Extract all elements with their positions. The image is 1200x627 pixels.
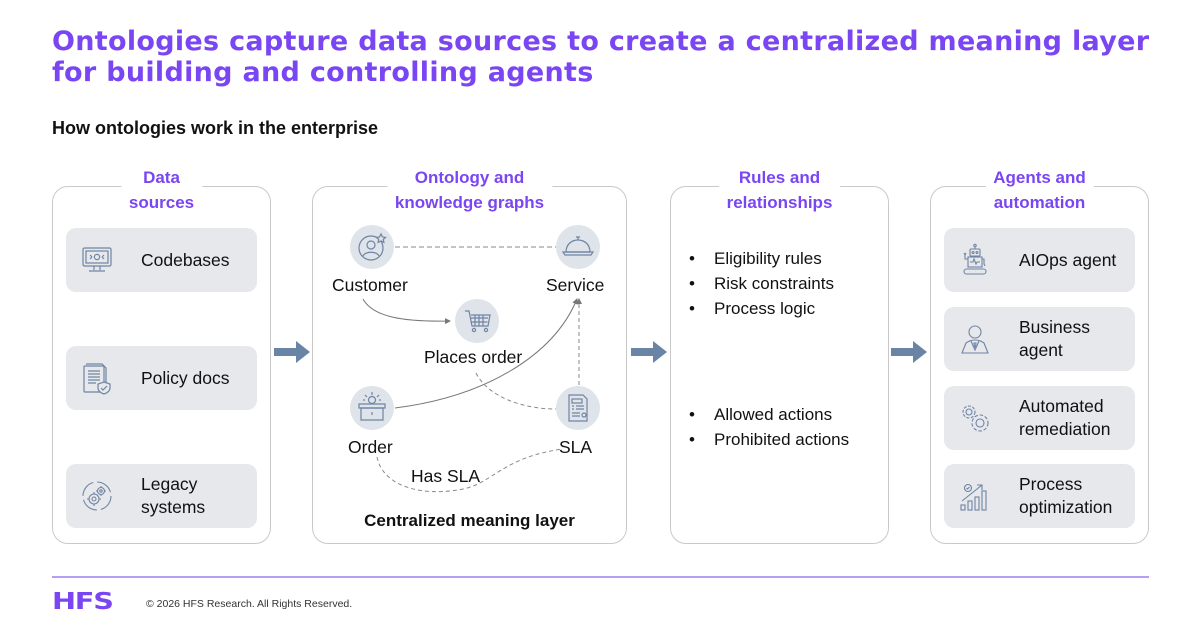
card-label-line: Process	[1019, 474, 1083, 494]
node-label-service: Service	[546, 275, 605, 295]
card-label: Policy docs	[141, 367, 230, 388]
legacy-gears-icon	[80, 479, 114, 513]
card-label: AIOps agent	[1019, 249, 1116, 272]
edge-placesorder-sla	[475, 372, 557, 410]
centralized-meaning-layer-label: Centralized meaning layer	[364, 511, 575, 530]
panel-title-line: Rules and	[738, 168, 821, 187]
panel-title-line: Ontology and	[414, 168, 525, 187]
rule-item: Eligibility rules	[689, 246, 834, 271]
panel-agents: Agents and automation AIOps agent	[930, 165, 1149, 544]
panel-title-agents: Agents and automation	[985, 165, 1094, 215]
card-policy-docs: Policy docs	[66, 346, 257, 410]
rule-item: Process logic	[689, 296, 834, 321]
card-label-line: Legacy	[141, 474, 198, 494]
card-legacy-systems: Legacy systems	[66, 464, 257, 528]
card-aiops-agent: AIOps agent	[944, 228, 1135, 292]
flow-arrow-icon	[631, 341, 667, 363]
sla-document-icon	[568, 394, 588, 422]
panel-ontology: Ontology and knowledge graphs Customer	[312, 165, 627, 544]
panel-title-line: relationships	[726, 193, 833, 212]
card-label: Codebases	[141, 249, 230, 270]
card-label-line: remediation	[1019, 419, 1111, 439]
order-box-icon	[358, 392, 386, 421]
panel-rules: Rules and relationships Eligibility rule…	[670, 165, 889, 544]
card-label-line: AIOps agent	[1019, 249, 1117, 270]
rules-list: Eligibility rules Risk constraints Proce…	[689, 246, 834, 321]
node-customer	[350, 225, 394, 269]
card-business-agent: Business agent	[944, 307, 1135, 371]
node-service	[556, 225, 600, 269]
node-label-sla: SLA	[559, 437, 593, 457]
flow-arrow-icon	[274, 341, 310, 363]
node-sla	[556, 386, 600, 430]
card-process-optimization: Process optimization	[944, 464, 1135, 528]
node-label-customer: Customer	[332, 275, 408, 295]
card-label-line: Business	[1019, 317, 1091, 337]
business-person-icon	[958, 322, 992, 356]
action-item: Allowed actions	[689, 402, 849, 427]
panel-title-line: Agents and	[993, 168, 1086, 187]
edge-order-service	[394, 298, 578, 409]
gears-icon	[958, 401, 992, 435]
rule-item: Risk constraints	[689, 271, 834, 296]
node-label-places-order: Places order	[424, 347, 523, 367]
policy-document-icon	[80, 361, 114, 395]
panel-title-line: Data	[143, 168, 180, 187]
panel-title-ontology: Ontology and knowledge graphs	[386, 165, 553, 215]
card-label: Business agent	[1019, 316, 1090, 362]
node-label-order: Order	[348, 437, 393, 457]
copyright-text: © 2026 HFS Research. All Rights Reserved…	[146, 598, 353, 610]
page-subtitle: How ontologies work in the enterprise	[52, 118, 379, 138]
growth-chart-icon	[958, 479, 992, 513]
node-places-order	[455, 299, 499, 343]
customer-star-icon	[358, 232, 387, 261]
service-cloche-icon	[561, 236, 595, 256]
action-item: Prohibited actions	[689, 427, 849, 452]
page-title: Ontologies capture data sources to creat…	[52, 26, 1150, 88]
card-label: Process optimization	[1019, 473, 1112, 519]
edge-customer-cart	[362, 298, 451, 325]
node-order	[350, 386, 394, 430]
footer-divider	[52, 576, 1149, 578]
panel-title-line: knowledge graphs	[394, 193, 545, 212]
card-codebases: Codebases	[66, 228, 257, 292]
card-automated-remediation: Automated remediation	[944, 386, 1135, 450]
panel-title-line: automation	[993, 193, 1086, 212]
panel-data-sources: Data sources Codebases Policy docs	[52, 165, 271, 544]
hfs-logo: HFS	[52, 589, 114, 615]
card-label-line: Automated	[1019, 396, 1104, 416]
edge-order-sla	[376, 448, 564, 493]
card-label-line: agent	[1019, 340, 1063, 360]
shopping-cart-icon	[465, 310, 491, 333]
panel-title-rules: Rules and relationships	[718, 165, 841, 215]
actions-list: Allowed actions Prohibited actions	[689, 402, 849, 452]
panel-title-data-sources: Data sources	[120, 165, 203, 215]
card-label: Automated remediation	[1019, 395, 1110, 441]
card-label: Legacy systems	[141, 473, 205, 519]
edge-label-has-sla: Has SLA	[411, 466, 481, 486]
panel-title-line: sources	[128, 193, 195, 212]
monitor-code-icon	[80, 243, 114, 277]
card-label-line: optimization	[1019, 497, 1113, 517]
flow-arrow-icon	[891, 341, 927, 363]
robot-icon	[958, 243, 992, 277]
card-label-line: systems	[141, 497, 206, 517]
graph-edges	[362, 246, 582, 493]
